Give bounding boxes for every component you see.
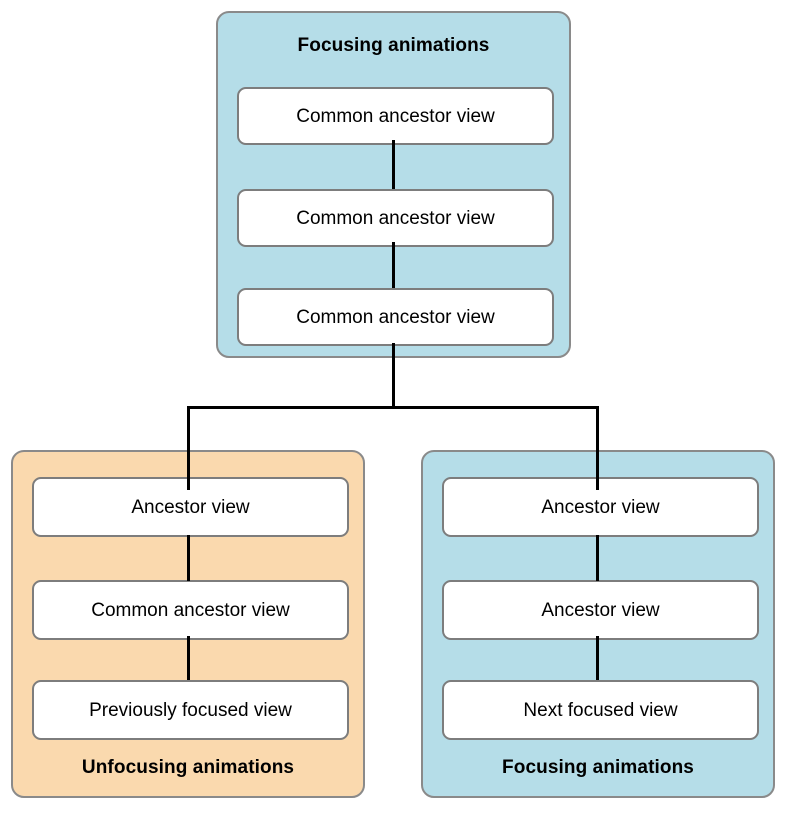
group-title-unfocusing-animations: Unfocusing animations bbox=[81, 757, 295, 778]
group-title-focusing-animations-top: Focusing animations bbox=[297, 35, 490, 56]
node-ancestor-view-unfocusing[interactable]: Ancestor view bbox=[32, 477, 349, 537]
connector-unfocusing-node-0-to-1 bbox=[187, 535, 190, 581]
node-label: Previously focused view bbox=[89, 699, 292, 721]
node-ancestor-view-focusing-1[interactable]: Ancestor view bbox=[442, 477, 759, 537]
node-label: Common ancestor view bbox=[91, 599, 290, 621]
node-label: Ancestor view bbox=[131, 496, 250, 518]
connector-unfocusing-node-1-to-2 bbox=[187, 636, 190, 680]
connector-drop-to-focusing bbox=[596, 406, 599, 490]
node-common-ancestor-view-unfocusing[interactable]: Common ancestor view bbox=[32, 580, 349, 640]
connector-focusing-node-0-to-1 bbox=[596, 535, 599, 581]
group-title-focusing-animations-bottom: Focusing animations bbox=[502, 757, 694, 778]
node-label: Common ancestor view bbox=[296, 306, 495, 328]
node-label: Common ancestor view bbox=[296, 105, 495, 127]
connector-focusing-node-1-to-2 bbox=[596, 636, 599, 680]
connector-drop-to-unfocusing bbox=[187, 406, 190, 490]
node-common-ancestor-view-3[interactable]: Common ancestor view bbox=[237, 288, 554, 346]
group-focusing-animations-top: Focusing animations Common ancestor view… bbox=[216, 11, 571, 358]
group-focusing-animations-bottom: Ancestor view Ancestor view Next focused… bbox=[421, 450, 775, 798]
node-previously-focused-view[interactable]: Previously focused view bbox=[32, 680, 349, 740]
node-label: Ancestor view bbox=[541, 599, 660, 621]
node-label: Common ancestor view bbox=[296, 207, 495, 229]
connector-top-group-trunk bbox=[392, 343, 395, 409]
node-label: Ancestor view bbox=[541, 496, 660, 518]
node-label: Next focused view bbox=[523, 699, 678, 721]
connector-top-node-1-to-2 bbox=[392, 242, 395, 288]
node-common-ancestor-view-2[interactable]: Common ancestor view bbox=[237, 189, 554, 247]
node-common-ancestor-view-1[interactable]: Common ancestor view bbox=[237, 87, 554, 145]
group-unfocusing-animations: Ancestor view Common ancestor view Previ… bbox=[11, 450, 365, 798]
node-next-focused-view[interactable]: Next focused view bbox=[442, 680, 759, 740]
node-ancestor-view-focusing-2[interactable]: Ancestor view bbox=[442, 580, 759, 640]
connector-split-bar bbox=[187, 406, 599, 409]
connector-top-node-0-to-1 bbox=[392, 140, 395, 189]
